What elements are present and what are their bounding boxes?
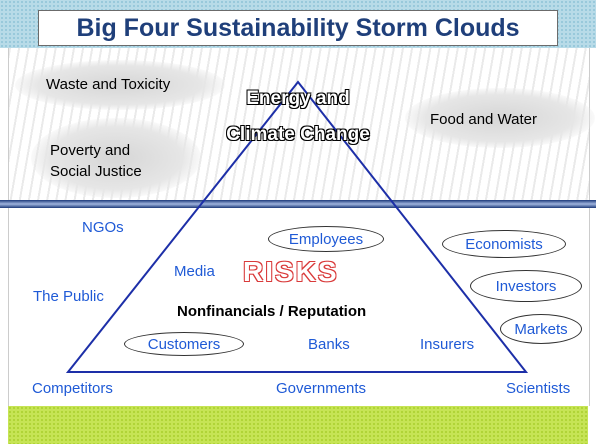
stakeholder-banks: Banks <box>308 336 350 353</box>
footer-band <box>8 406 588 444</box>
stakeholder-investors: Investors <box>470 270 582 302</box>
stakeholder-governments: Governments <box>276 380 367 397</box>
risks-subtitle: Nonfinancials / Reputation <box>177 303 367 320</box>
label-energy-line2: Climate Change <box>226 124 370 145</box>
stakeholder-competitors: Competitors <box>32 380 113 397</box>
stakeholder-employees: Employees <box>268 226 384 252</box>
risks-title: RISKS <box>243 256 339 287</box>
stakeholder-customers: Customers <box>124 332 244 356</box>
label-waste-toxicity: Waste and Toxicity <box>46 76 171 93</box>
stakeholder-ngos: NGOs <box>82 219 124 236</box>
stakeholder-markets: Markets <box>500 314 582 344</box>
separator-band <box>0 200 596 208</box>
stakeholder-economists: Economists <box>442 230 566 258</box>
stakeholder-media: Media <box>174 263 215 280</box>
stakeholder-scientists: Scientists <box>506 380 571 397</box>
title-band: Big Four Sustainability Storm Clouds <box>0 0 596 48</box>
label-food-water: Food and Water <box>430 111 537 128</box>
storm-cloud-area <box>8 48 595 200</box>
slide-title: Big Four Sustainability Storm Clouds <box>38 10 558 46</box>
cloud-poverty <box>31 118 201 198</box>
label-energy-line1: Energy and <box>246 88 350 109</box>
label-poverty-line2: Social Justice <box>50 163 142 180</box>
stakeholder-insurers: Insurers <box>420 336 475 353</box>
stakeholder-the-public: The Public <box>33 288 104 305</box>
cloud-waste <box>15 60 225 110</box>
cloud-food <box>405 88 595 148</box>
label-poverty-line1: Poverty and <box>50 142 131 159</box>
